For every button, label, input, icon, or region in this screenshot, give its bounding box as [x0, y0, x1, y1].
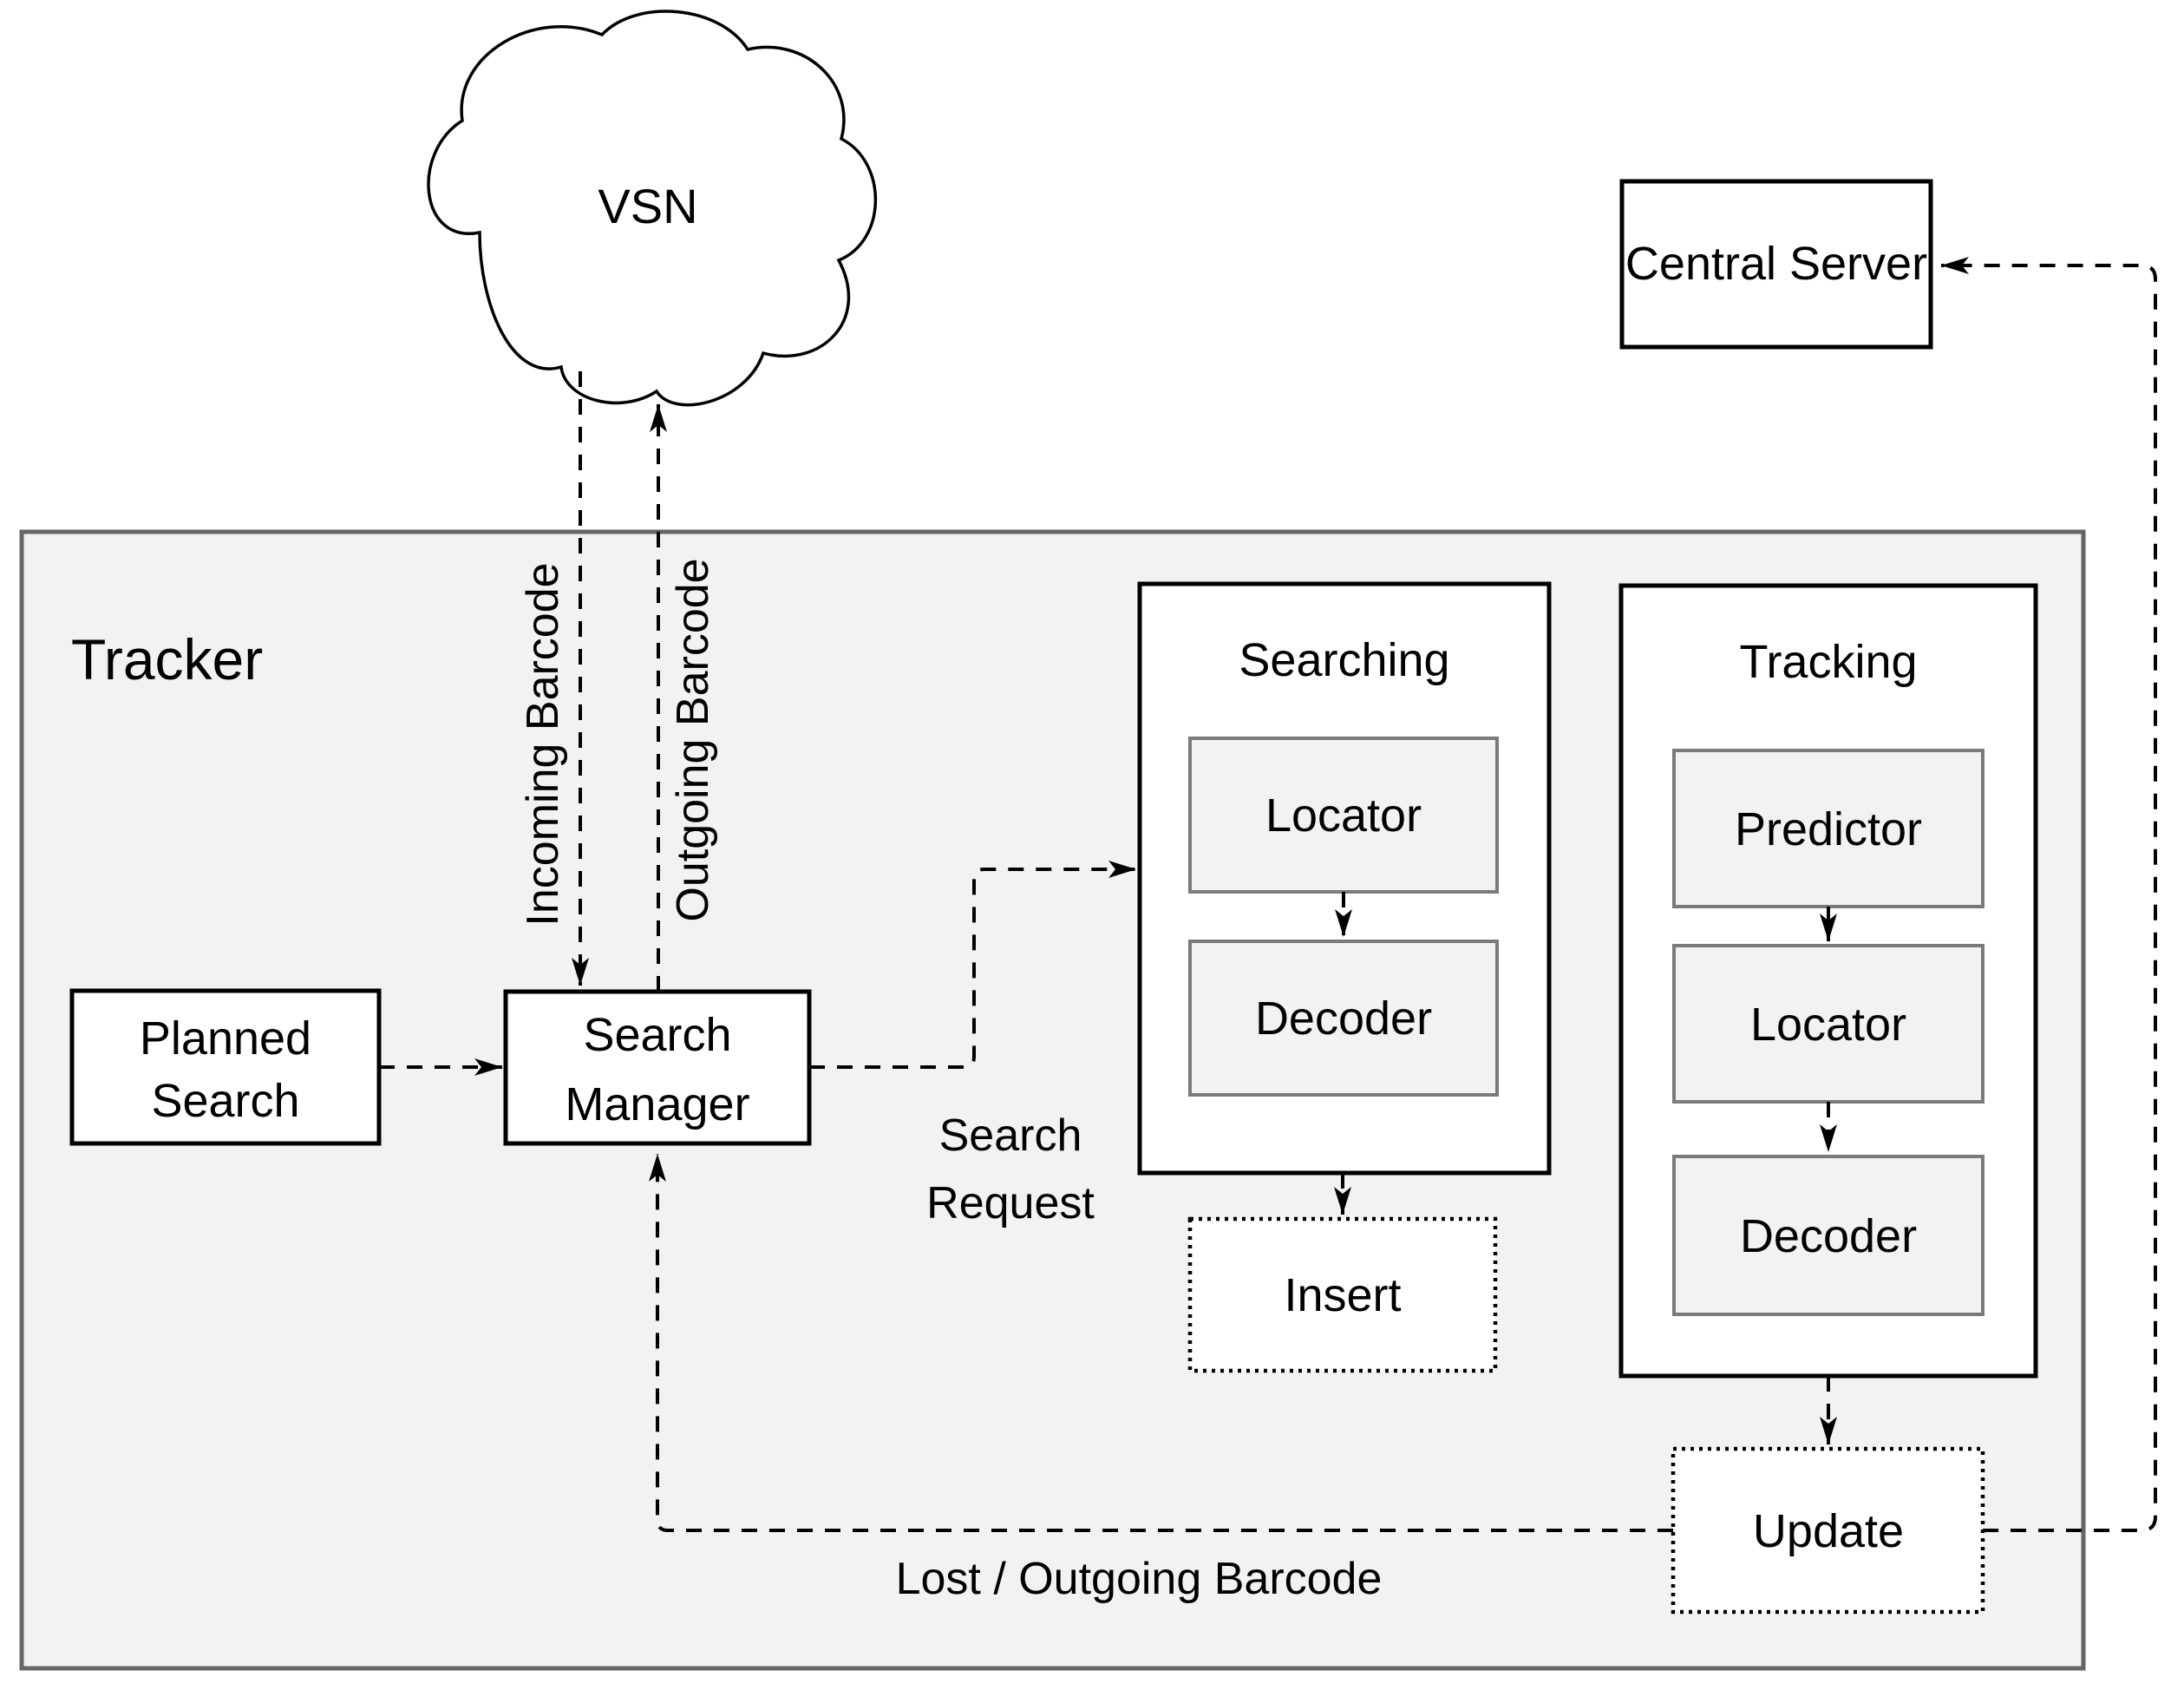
search-request-label-line2: Request	[926, 1178, 1095, 1228]
outgoing-barcode-label: Outgoing Barcode	[668, 558, 718, 921]
search-manager-box	[503, 989, 812, 1146]
tracking-locator-label: Locator	[1750, 999, 1906, 1051]
searching-locator-box	[1188, 737, 1499, 894]
update-label: Update	[1753, 1505, 1904, 1557]
insert-label: Insert	[1284, 1269, 1401, 1321]
tracking-predictor-box	[1672, 749, 1985, 908]
search-manager-label-line1: Search	[583, 1009, 731, 1061]
search-manager-label-line2: Manager	[565, 1078, 749, 1130]
planned-search-box	[69, 988, 382, 1146]
tracking-title: Tracking	[1739, 636, 1917, 688]
searching-title: Searching	[1239, 634, 1449, 686]
lost-outgoing-barcode-label: Lost / Outgoing Barcode	[896, 1554, 1383, 1604]
tracking-predictor-label: Predictor	[1735, 803, 1922, 855]
insert-box	[1187, 1216, 1498, 1373]
vsn-cloud	[427, 10, 878, 407]
tracker-label: Tracker	[71, 627, 263, 691]
tracking-decoder-label: Decoder	[1740, 1210, 1917, 1262]
central-server-label: Central Server	[1625, 238, 1927, 290]
tracking-decoder-box	[1672, 1155, 1985, 1316]
search-request-label-line1: Search	[939, 1110, 1082, 1161]
edge-lost-outgoing-barcode	[649, 1154, 1673, 1532]
searching-decoder-label: Decoder	[1255, 992, 1432, 1045]
central-server-box	[1619, 179, 1933, 350]
searching-decoder-box	[1188, 940, 1499, 1097]
planned-search-label-line1: Planned	[140, 1012, 311, 1064]
planned-search-label-line2: Search	[151, 1075, 299, 1127]
incoming-barcode-label: Incoming Barcode	[518, 562, 568, 926]
vsn-label: VSN	[598, 179, 697, 233]
edge-search-request	[809, 861, 1136, 1069]
searching-locator-label: Locator	[1265, 789, 1422, 842]
